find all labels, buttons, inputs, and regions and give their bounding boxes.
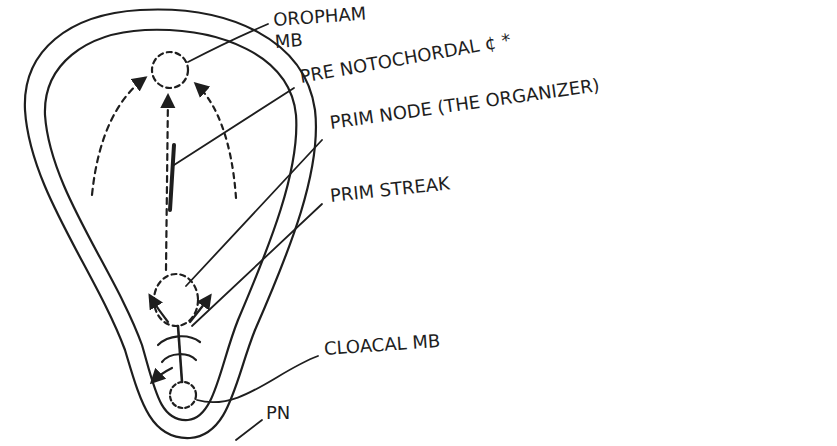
midline-arrow xyxy=(166,96,168,270)
structure-label: PN xyxy=(266,402,290,424)
streak-arrow xyxy=(158,336,200,345)
inner-outline xyxy=(45,30,296,420)
notochord-line xyxy=(170,145,174,210)
streak-arrow xyxy=(150,296,168,322)
leader-line xyxy=(192,204,322,326)
streak-arrow xyxy=(162,354,196,362)
structure-label: PRE NOTOCHORDAL ¢ * xyxy=(298,29,512,87)
leader-line xyxy=(236,420,262,440)
structure-label: CLOACAL MB xyxy=(323,330,441,360)
streak-arrow xyxy=(152,368,172,382)
oropharyngeal-membrane xyxy=(152,52,188,88)
leader-line xyxy=(174,88,294,165)
left-migration-arrow xyxy=(92,78,145,195)
structure-label: PRIM NODE (THE ORGANIZER) xyxy=(328,74,600,133)
primitive-node xyxy=(154,274,198,326)
leader-line xyxy=(188,24,268,62)
cloacal-membrane xyxy=(170,382,196,408)
structure-label: PRIM STREAK xyxy=(329,172,451,206)
leader-line xyxy=(197,356,318,402)
leader-line xyxy=(186,140,322,286)
outer-outline xyxy=(25,10,316,439)
structure-label: OROPHAM MB xyxy=(272,2,375,52)
right-migration-arrow xyxy=(196,84,236,198)
